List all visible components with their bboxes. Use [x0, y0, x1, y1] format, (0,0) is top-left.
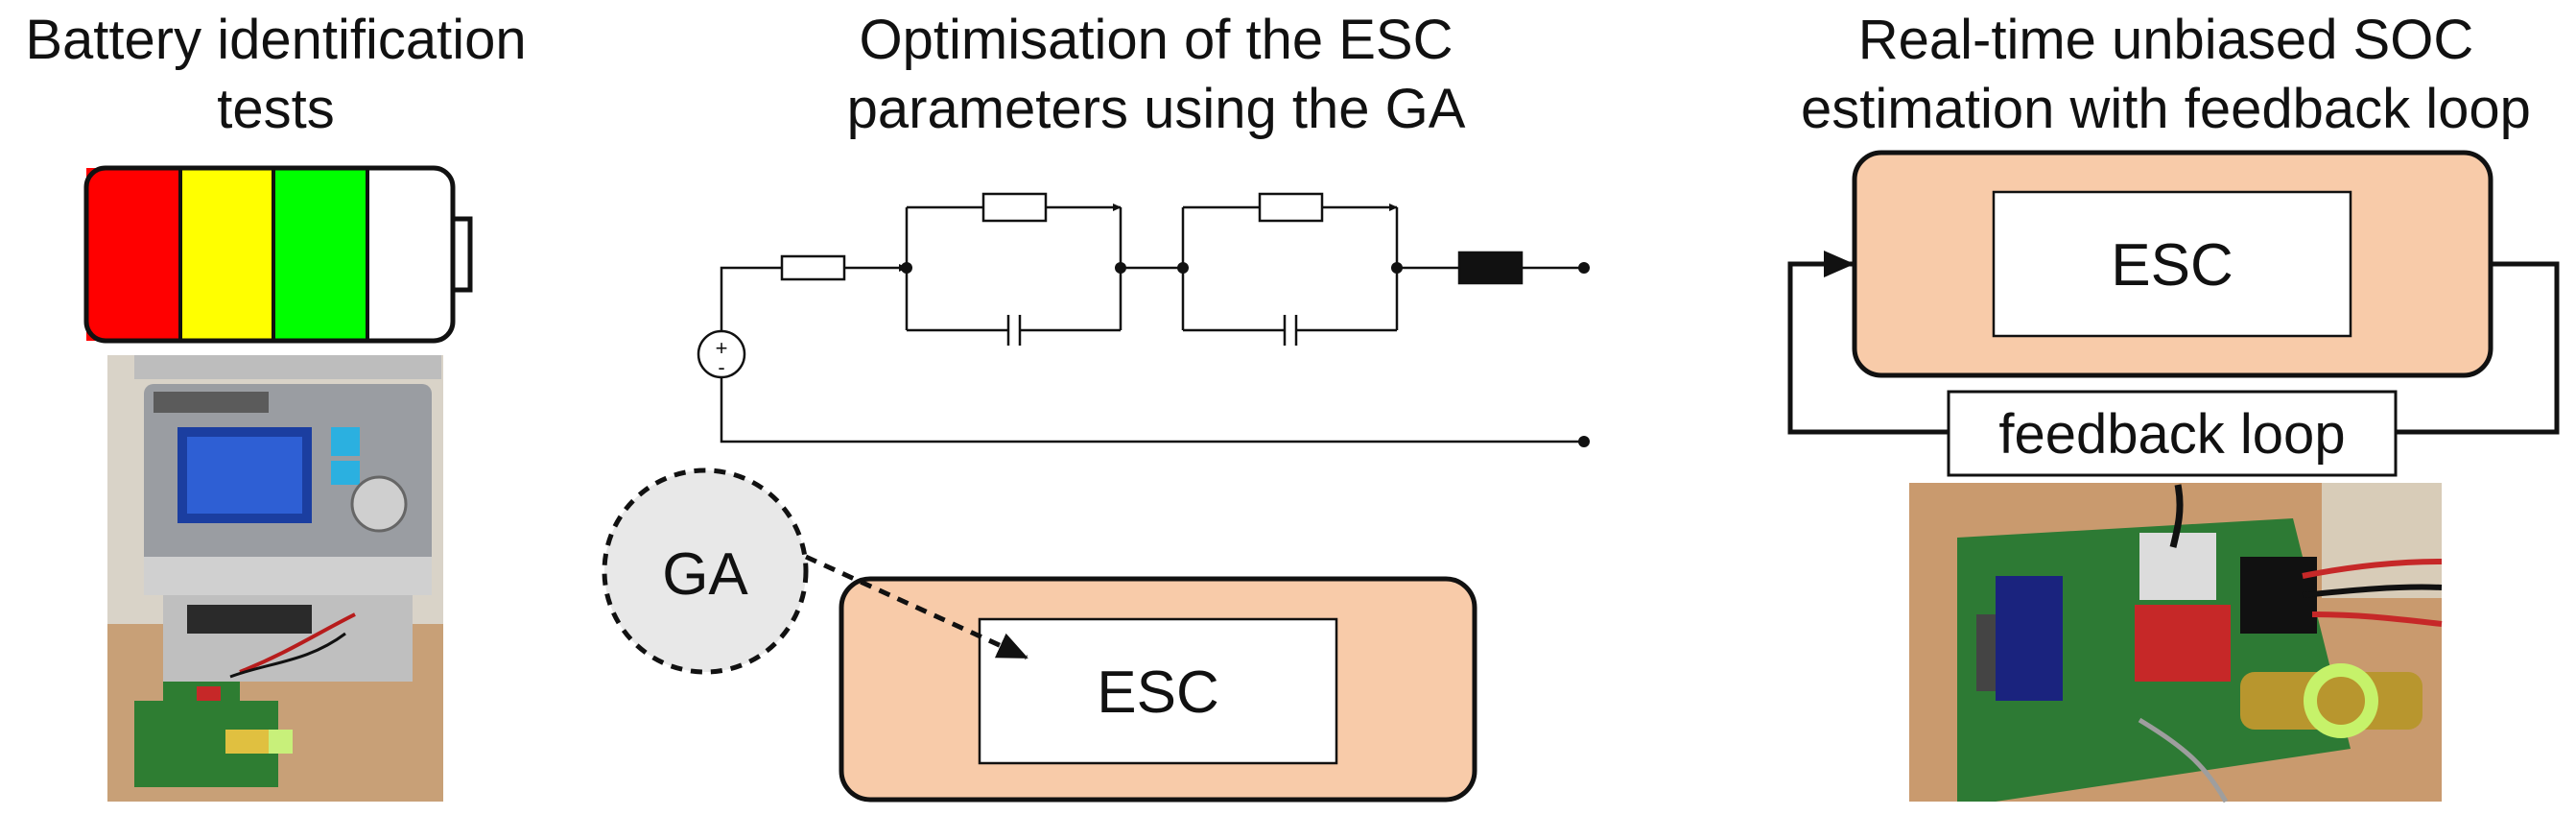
- output-terminal-bottom: [1578, 436, 1590, 447]
- title-line: parameters using the GA: [846, 78, 1466, 140]
- resistor-r2: [1258, 192, 1324, 223]
- esc-label: ESC: [2111, 232, 2233, 299]
- battery-cell-green: [273, 168, 367, 341]
- source-plus: +: [716, 336, 728, 360]
- panel-title-soc-estimation: Real-time unbiased SOC estimation with f…: [1756, 6, 2576, 144]
- feedback-loop-label: feedback loop: [1998, 403, 2345, 466]
- battery-cell-yellow: [180, 168, 273, 341]
- ga-label: GA: [662, 541, 748, 608]
- resistor-r0: [780, 254, 846, 281]
- title-line: Optimisation of the ESC: [859, 9, 1453, 71]
- esc-box-feedback: ESC: [1852, 150, 2493, 378]
- battery-body: [83, 165, 456, 344]
- esc-label: ESC: [1097, 659, 1218, 726]
- panel-title-battery-tests: Battery identification tests: [0, 6, 552, 144]
- lab-equipment-photo: [107, 355, 443, 802]
- title-line: Real-time unbiased SOC: [1857, 9, 2474, 71]
- battery-cell-red: [86, 168, 180, 341]
- battery-icon: [83, 165, 473, 344]
- panel-title-ga-optimisation: Optimisation of the ESC parameters using…: [748, 6, 1564, 144]
- esc-box-optimisation: ESC: [839, 576, 1477, 803]
- resistor-r1: [981, 192, 1048, 223]
- circuit-board-photo: [1909, 483, 2443, 803]
- circuit-nodes: [901, 262, 1590, 447]
- hysteresis-element: [1457, 251, 1524, 285]
- equivalent-circuit-diagram: [720, 192, 1584, 443]
- feedback-loop-label-box: feedback loop: [1947, 390, 2398, 477]
- battery-terminal: [453, 216, 473, 293]
- source-minus: -: [718, 355, 724, 379]
- title-line: tests: [217, 78, 335, 140]
- voltage-source: + -: [697, 329, 746, 379]
- ga-circle: GA: [602, 467, 809, 675]
- title-line: Battery identification: [25, 9, 527, 71]
- title-line: estimation with feedback loop: [1801, 78, 2531, 140]
- output-terminal-top: [1578, 262, 1590, 274]
- ga-to-esc-arrow: [804, 554, 1028, 660]
